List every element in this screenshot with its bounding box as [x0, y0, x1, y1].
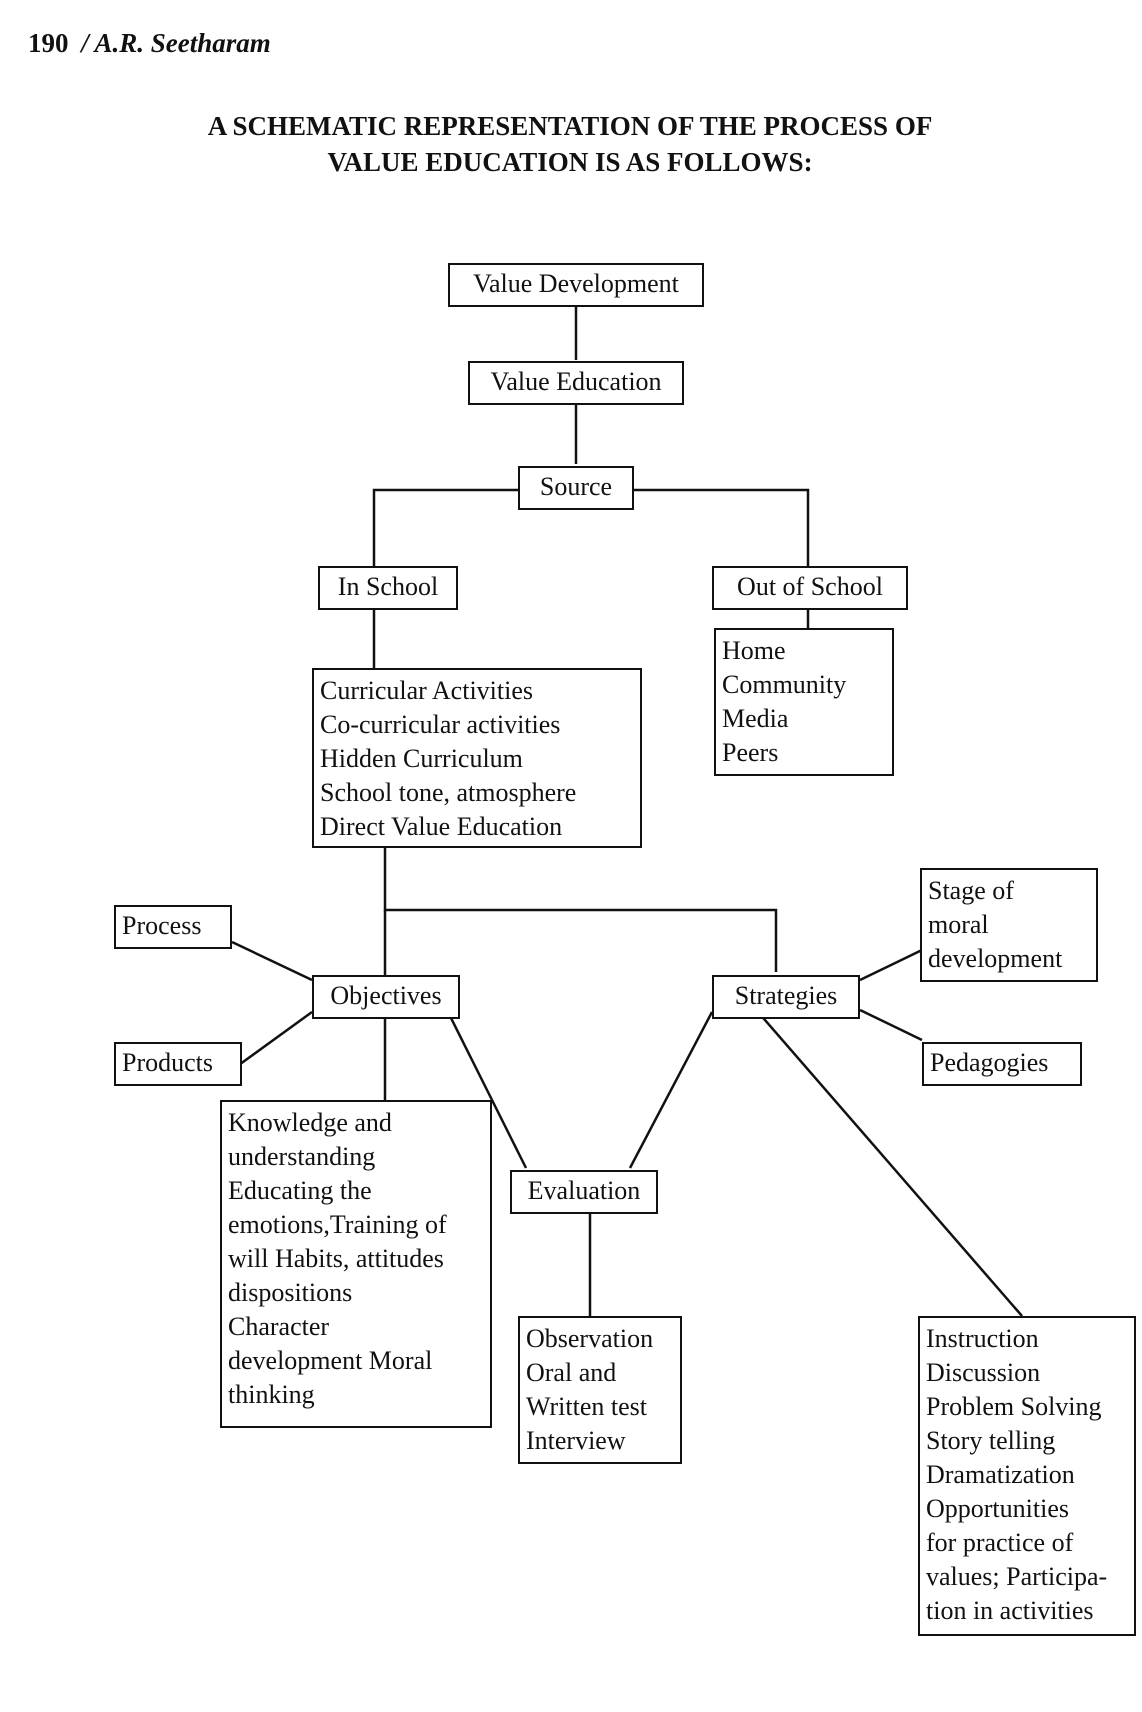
list-item: Character — [228, 1312, 330, 1341]
page-header: 190 / A.R. Seetharam — [28, 28, 271, 59]
list-item: School tone, atmosphere — [320, 778, 577, 807]
list-item: values; Participa- — [926, 1562, 1108, 1591]
stage-of-moral-development-node: Stage of moral development — [920, 868, 1098, 982]
list-item: Co-curricular activities — [320, 710, 561, 739]
list-item: Educating the — [228, 1176, 372, 1205]
connector-line — [634, 488, 810, 568]
list-item: Community — [722, 670, 847, 699]
list-item: Written test — [526, 1392, 647, 1421]
list-item: dispositions — [228, 1278, 353, 1307]
in-school-items-box: Curricular Activities Co-curricular acti… — [312, 668, 642, 848]
list-item: development Moral — [228, 1346, 433, 1375]
list-item: emotions,Training of — [228, 1210, 447, 1239]
process-node: Process — [114, 905, 232, 949]
strategies-node: Strategies — [712, 975, 860, 1019]
connector-line — [757, 1011, 1023, 1317]
connector-line — [859, 948, 923, 982]
list-item: Instruction — [926, 1324, 1039, 1353]
connector-line — [372, 488, 518, 568]
connector-line — [446, 1011, 528, 1169]
out-of-school-node: Out of School — [712, 566, 908, 610]
node-label-line: development — [928, 944, 1063, 973]
value-development-node: Value Development — [448, 263, 704, 307]
list-item: Observation — [526, 1324, 654, 1353]
list-item: Hidden Curriculum — [320, 744, 523, 773]
source-node: Source — [518, 466, 634, 510]
connector-line — [231, 940, 313, 982]
connector-line — [231, 1010, 313, 1072]
author-name: / A.R. Seetharam — [81, 28, 271, 58]
page-number: 190 — [28, 28, 69, 58]
list-item: Media — [722, 704, 789, 733]
strategies-items-box: Instruction Discussion Problem Solving S… — [918, 1316, 1136, 1636]
list-item: Direct Value Education — [320, 812, 563, 841]
objectives-node: Objectives — [312, 975, 460, 1019]
list-item: Oral and — [526, 1358, 617, 1387]
evaluation-items-box: Observation Oral and Written test Interv… — [518, 1316, 682, 1464]
list-item: Problem Solving — [926, 1392, 1102, 1421]
out-of-school-items-box: Home Community Media Peers — [714, 628, 894, 776]
objectives-items-box: Knowledge and understanding Educating th… — [220, 1100, 492, 1428]
list-item: will Habits, attitudes — [228, 1244, 444, 1273]
products-node: Products — [114, 1042, 242, 1086]
diagram-title-line-2: VALUE EDUCATION IS AS FOLLOWS: — [327, 147, 813, 177]
list-item: Opportunities — [926, 1494, 1069, 1523]
list-item: Interview — [526, 1426, 626, 1455]
list-item: understanding — [228, 1142, 376, 1171]
value-education-node: Value Education — [468, 361, 684, 405]
list-item: Home — [722, 636, 786, 665]
evaluation-node: Evaluation — [510, 1170, 658, 1214]
list-item: thinking — [228, 1380, 315, 1409]
list-item: for practice of — [926, 1528, 1074, 1557]
diagram-title: A SCHEMATIC REPRESENTATION OF THE PROCES… — [140, 108, 1000, 180]
connector-line — [383, 848, 778, 972]
connector-line — [628, 1011, 714, 1169]
list-item: tion in activities — [926, 1596, 1094, 1625]
list-item: Dramatization — [926, 1460, 1075, 1489]
node-label-line: moral — [928, 910, 989, 939]
list-item: Story telling — [926, 1426, 1056, 1455]
list-item: Peers — [722, 738, 779, 767]
list-item: Knowledge and — [228, 1108, 392, 1137]
pedagogies-node: Pedagogies — [922, 1042, 1082, 1086]
node-label-line: Stage of — [928, 876, 1014, 905]
in-school-node: In School — [318, 566, 458, 610]
diagram-title-line-1: A SCHEMATIC REPRESENTATION OF THE PROCES… — [207, 111, 933, 141]
list-item: Curricular Activities — [320, 676, 534, 705]
list-item: Discussion — [926, 1358, 1041, 1387]
connector-line — [859, 1008, 923, 1042]
